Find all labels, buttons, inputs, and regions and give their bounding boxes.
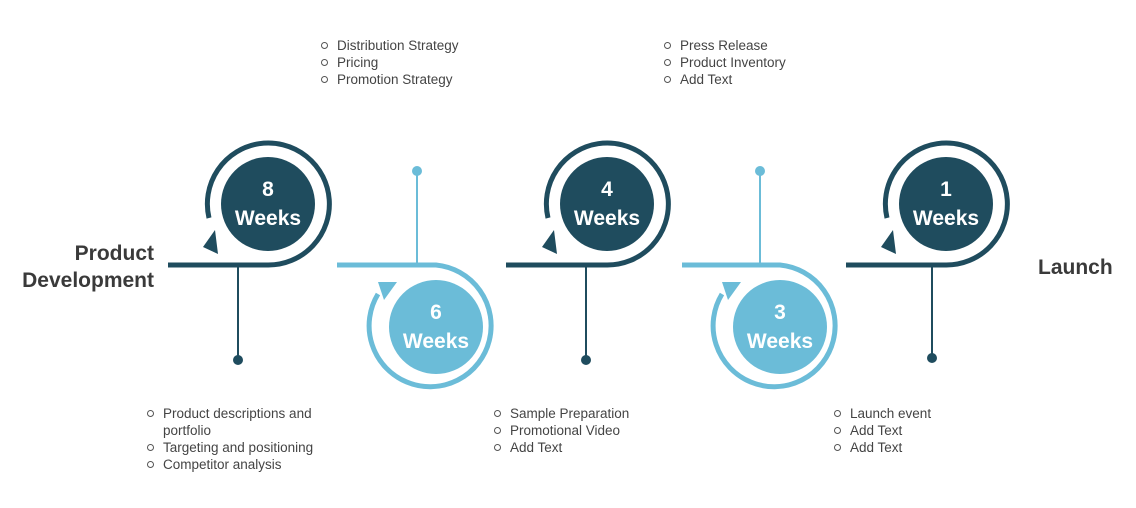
step-3: 4 Weeks (506, 140, 671, 365)
step-1: 8 Weeks (168, 140, 332, 365)
step-2-number: 6 (430, 301, 442, 324)
step-4-bullet: Add Text (663, 71, 893, 88)
step-4-arrowhead (722, 282, 741, 300)
step-3-bullet: Promotional Video (493, 422, 713, 439)
step-5-arrowhead (881, 230, 896, 254)
step-4-pin-dot (755, 166, 765, 176)
step-5-unit: Weeks (913, 207, 979, 230)
step-2: 6 Weeks (337, 166, 494, 390)
step-1-connector (168, 140, 332, 268)
step-4-unit: Weeks (747, 330, 813, 353)
step-5-bullet: Launch event (833, 405, 1033, 422)
step-2-pin-dot (412, 166, 422, 176)
step-3-pin-dot (581, 355, 591, 365)
step-4: 3 Weeks (682, 166, 838, 390)
step-2-bullet: Pricing (320, 54, 550, 71)
step-5-bullets: Launch event Add Text Add Text (833, 405, 1033, 456)
step-1-unit: Weeks (235, 207, 301, 230)
step-4-number: 3 (774, 301, 786, 324)
step-1-bullets: Product descriptions and portfolio Targe… (146, 405, 346, 473)
step-5-bullet: Add Text (833, 422, 1033, 439)
step-3-bullet: Sample Preparation (493, 405, 713, 422)
step-4-bullet: Product Inventory (663, 54, 893, 71)
step-5-connector (846, 140, 1010, 268)
step-2-bullets: Distribution Strategy Pricing Promotion … (320, 37, 550, 88)
step-3-arrowhead (542, 230, 557, 254)
start-label-line-2: Development (22, 269, 154, 292)
step-2-bullet: Distribution Strategy (320, 37, 550, 54)
step-3-number: 4 (601, 178, 613, 201)
step-5-circle (899, 157, 993, 251)
end-label: Launch (1038, 256, 1113, 279)
step-2-bullet: Promotion Strategy (320, 71, 550, 88)
step-4-circle (733, 280, 827, 374)
step-3-circle (560, 157, 654, 251)
start-label-line-1: Product (74, 242, 154, 265)
step-2-unit: Weeks (403, 330, 469, 353)
step-5-bullet: Add Text (833, 439, 1033, 456)
step-4-connector (682, 262, 838, 390)
step-2-circle (389, 280, 483, 374)
step-4-bullets: Press Release Product Inventory Add Text (663, 37, 893, 88)
start-label: Product Development (4, 240, 154, 294)
step-1-arrowhead (203, 230, 218, 254)
step-3-bullet: Add Text (493, 439, 713, 456)
step-1-pin-dot (233, 355, 243, 365)
step-1-bullet: Product descriptions and portfolio (146, 405, 346, 439)
step-3-bullets: Sample Preparation Promotional Video Add… (493, 405, 713, 456)
step-2-connector (337, 262, 494, 390)
step-1-circle (221, 157, 315, 251)
step-1-bullet: Targeting and positioning (146, 439, 346, 456)
step-3-connector (506, 140, 671, 268)
step-4-bullet: Press Release (663, 37, 893, 54)
step-1-bullet: Competitor analysis (146, 456, 346, 473)
step-5-number: 1 (940, 178, 952, 201)
step-2-arrowhead (378, 282, 397, 300)
step-3-unit: Weeks (574, 207, 640, 230)
step-5: 1 Weeks (846, 140, 1010, 363)
step-1-number: 8 (262, 178, 274, 201)
step-5-pin-dot (927, 353, 937, 363)
